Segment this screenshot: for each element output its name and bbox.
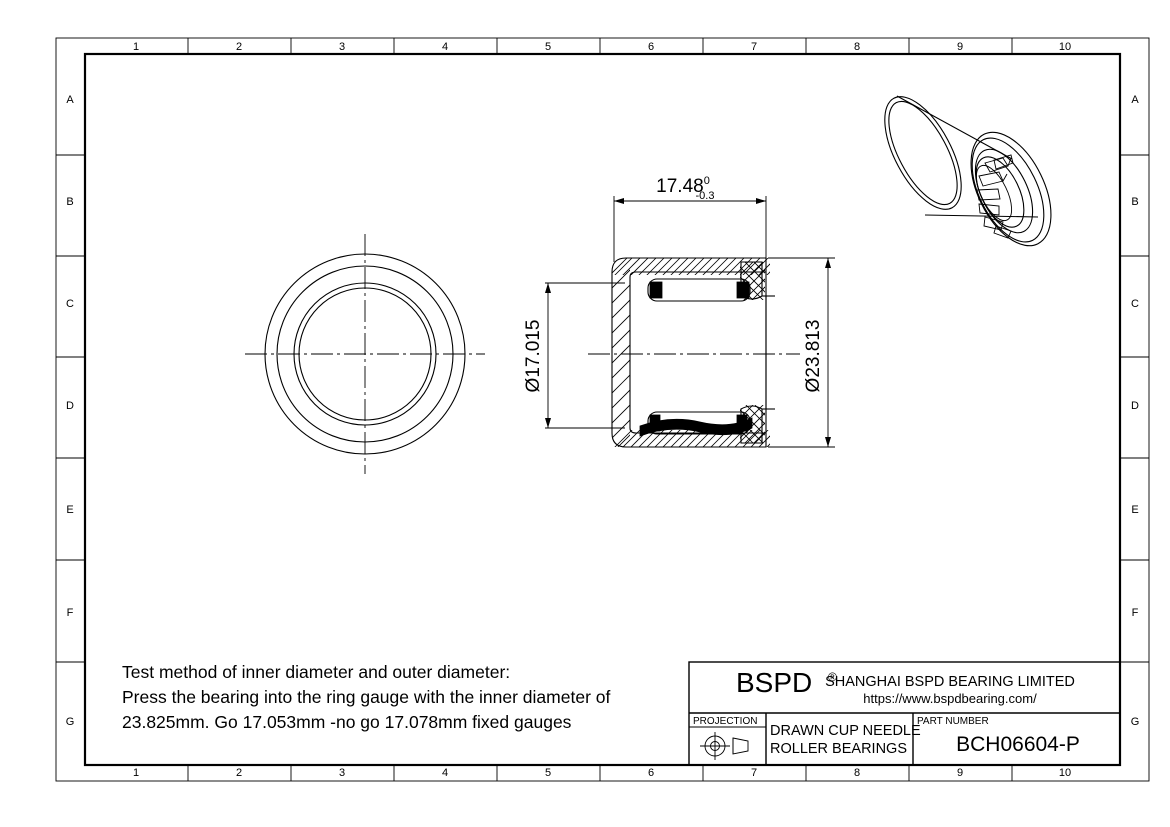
zone-row-right-a: A <box>1131 94 1139 106</box>
zone-col-bot-2: 2 <box>236 767 242 779</box>
zone-row-left-b: B <box>66 196 73 208</box>
zone-row-right-f: F <box>1132 607 1139 619</box>
projection-label: PROJECTION <box>693 716 757 727</box>
zone-col-bot-1: 1 <box>133 767 139 779</box>
needle-roller-top <box>647 278 751 302</box>
zone-col-bot-10: 10 <box>1059 767 1071 779</box>
front-circular-view <box>245 234 485 474</box>
zone-grid <box>56 38 1149 781</box>
iso-inner-cage-arc <box>975 164 1013 222</box>
iso-bottom-edge <box>924 214 1039 218</box>
note-line-2: Press the bearing into the ring gauge wi… <box>122 687 610 707</box>
iso-back-face-outer <box>884 96 962 210</box>
dim-width-lower-tol: -0.3 <box>696 190 715 202</box>
roller-end-mark-bottom-left <box>649 414 661 432</box>
first-angle-projection-icon <box>700 732 749 760</box>
zone-row-right-e: E <box>1131 504 1138 516</box>
zone-col-bot-9: 9 <box>957 767 963 779</box>
cup-bottom-inner-face <box>629 427 766 434</box>
arrow-od-top <box>825 258 831 268</box>
zone-col-top-9: 9 <box>957 41 963 53</box>
zone-col-top-5: 5 <box>545 41 551 53</box>
zone-col-top-3: 3 <box>339 41 345 53</box>
retaining-ring-top-hatch <box>740 262 765 300</box>
roller-end-mark-top-left <box>649 281 663 299</box>
zone-row-right-b: B <box>1131 196 1138 208</box>
arrow-id-top <box>545 283 551 293</box>
zone-row-left-f: F <box>67 607 74 619</box>
cup-top-inner-face <box>629 271 766 278</box>
zone-labels-left: A B C D E F G <box>66 94 75 728</box>
zone-row-left-d: D <box>66 400 74 412</box>
registered-mark: ® <box>828 670 837 684</box>
zone-row-left-a: A <box>66 94 74 106</box>
zone-col-top-4: 4 <box>442 41 448 53</box>
dimension-outer-diameter: Ø23.813 <box>768 257 835 448</box>
retaining-ring-bottom-hatch <box>740 405 765 443</box>
note-line-1: Test method of inner diameter and outer … <box>122 662 510 682</box>
iso-back-face-inner <box>888 100 958 206</box>
zone-col-bot-5: 5 <box>545 767 551 779</box>
title-block: BSPD ® SHANGHAI BSPD BEARING LIMITED htt… <box>688 661 1121 766</box>
cup-outer-profile <box>611 257 767 448</box>
company-website: https://www.bspdbearing.com/ <box>863 691 1037 706</box>
dimension-width: 17.480 -0.3 <box>613 175 767 262</box>
zone-col-bot-8: 8 <box>854 767 860 779</box>
zone-col-bot-6: 6 <box>648 767 654 779</box>
section-hatch-left <box>612 258 630 447</box>
product-title-line-2: ROLLER BEARINGS <box>770 741 907 757</box>
note-line-3: 23.825mm. Go 17.053mm -no go 17.078mm fi… <box>122 712 572 732</box>
isometric-pictorial-view <box>884 95 1052 247</box>
zone-col-top-10: 10 <box>1059 41 1071 53</box>
zone-row-left-e: E <box>66 504 73 516</box>
iso-needle-rollers <box>976 154 1014 239</box>
section-hatch-top <box>612 258 770 275</box>
part-number-label: PART NUMBER <box>917 716 989 727</box>
dimension-inner-diameter: Ø17.015 <box>523 282 625 429</box>
dimension-inner-diameter-text: Ø17.015 <box>523 320 544 393</box>
zone-col-bot-3: 3 <box>339 767 345 779</box>
dim-width-upper-tol: 0 <box>704 175 710 187</box>
dimension-width-text: 17.480 -0.3 <box>656 175 714 202</box>
arrow-right <box>756 198 766 204</box>
zone-row-left-g: G <box>66 716 75 728</box>
roller-end-mark-bottom-right <box>736 414 748 432</box>
zone-col-top-1: 1 <box>133 41 139 53</box>
iso-front-face-rim <box>971 137 1045 243</box>
brand-logo-text: BSPD <box>736 667 812 698</box>
zone-col-bot-7: 7 <box>751 767 757 779</box>
product-title-line-1: DRAWN CUP NEEDLE <box>770 723 921 739</box>
section-hatch-bottom <box>612 430 770 447</box>
dim-width-value: 17.48 <box>656 176 704 197</box>
retaining-ring-bottom <box>740 405 763 444</box>
arrow-id-bottom <box>545 418 551 428</box>
zone-labels-right: A B C D E F G <box>1131 94 1140 728</box>
seal-bottom <box>639 417 753 437</box>
zone-col-bot-4: 4 <box>442 767 448 779</box>
iso-top-edge <box>896 95 1013 160</box>
zone-labels-bottom: 1 2 3 4 5 6 7 8 9 10 <box>133 767 1071 779</box>
part-number-value: BCH06604-P <box>956 733 1080 756</box>
zone-row-left-c: C <box>66 298 74 310</box>
arrow-left <box>614 198 624 204</box>
iso-front-face-outer <box>970 131 1052 247</box>
zone-col-top-8: 8 <box>854 41 860 53</box>
zone-col-top-2: 2 <box>236 41 242 53</box>
company-name: SHANGHAI BSPD BEARING LIMITED <box>825 674 1075 690</box>
notes-block: Test method of inner diameter and outer … <box>122 662 610 732</box>
arrow-od-bottom <box>825 437 831 447</box>
drawing-frame <box>83 52 1122 767</box>
cross-section-view <box>588 257 800 448</box>
zone-row-right-c: C <box>1131 298 1139 310</box>
zone-row-right-d: D <box>1131 400 1139 412</box>
zone-col-top-6: 6 <box>648 41 654 53</box>
dimension-outer-diameter-text: Ø23.813 <box>803 320 824 393</box>
zone-labels-top: 1 2 3 4 5 6 7 8 9 10 <box>133 41 1071 53</box>
zone-col-top-7: 7 <box>751 41 757 53</box>
sheet-border <box>55 37 1150 782</box>
zone-row-right-g: G <box>1131 716 1140 728</box>
